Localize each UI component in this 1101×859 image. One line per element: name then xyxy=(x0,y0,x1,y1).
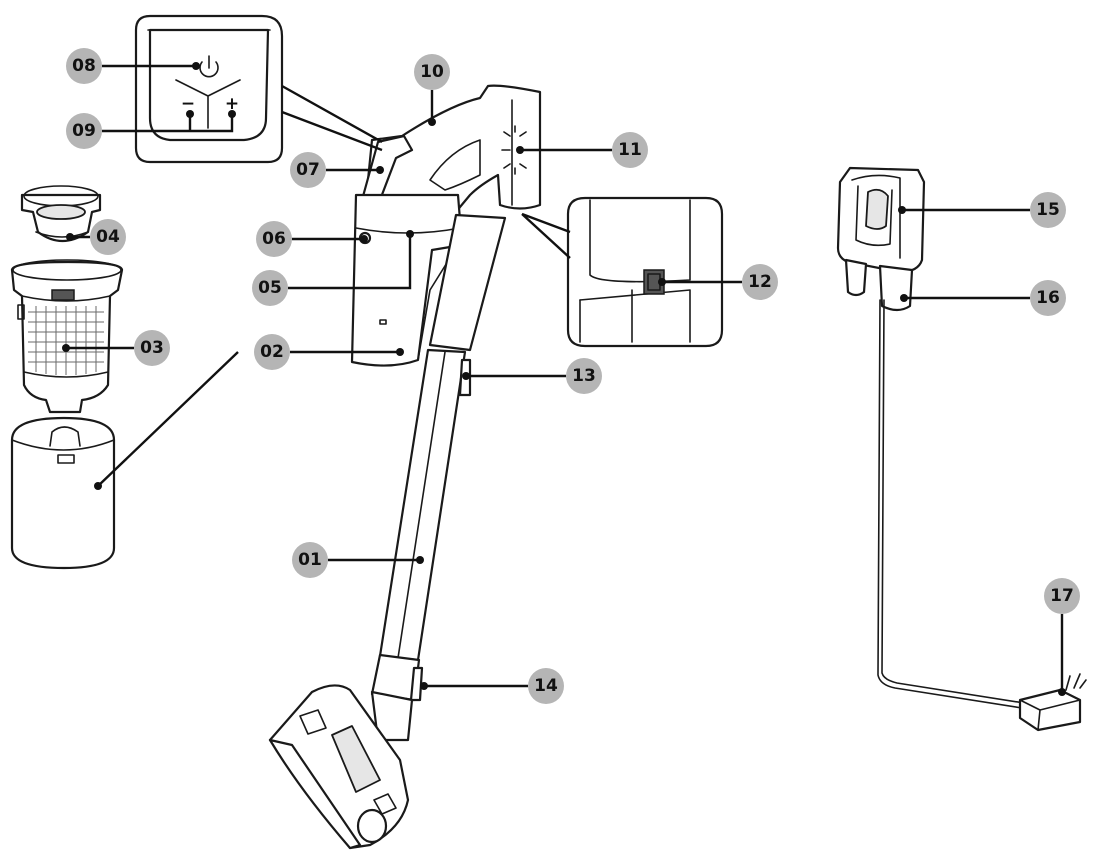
tube-01 xyxy=(370,348,472,702)
badge-16: 16 xyxy=(1030,280,1066,316)
filter-03 xyxy=(10,259,124,414)
label-02: 02 xyxy=(260,342,284,362)
label-12: 12 xyxy=(748,272,772,292)
badge-09: 09 xyxy=(66,113,102,149)
plus-symbol: + xyxy=(225,94,239,114)
label-06: 06 xyxy=(262,229,286,249)
power-icon xyxy=(199,55,219,78)
badge-12: 12 xyxy=(742,264,778,300)
label-05: 05 xyxy=(258,278,282,298)
filter-cap-04 xyxy=(20,185,102,243)
badge-15: 15 xyxy=(1030,192,1066,228)
label-15: 15 xyxy=(1036,200,1060,220)
badge-17: 17 xyxy=(1044,578,1080,614)
badge-02: 02 xyxy=(254,334,290,370)
badge-11: 11 xyxy=(612,132,648,168)
badge-14: 14 xyxy=(528,668,564,704)
control-panel-callout: − + xyxy=(134,14,383,164)
badge-10: 10 xyxy=(414,54,450,90)
label-08: 08 xyxy=(72,56,96,76)
badge-07: 07 xyxy=(290,152,326,188)
label-13: 13 xyxy=(572,366,596,386)
label-07: 07 xyxy=(296,160,320,180)
minus-symbol: − xyxy=(181,94,195,114)
dust-bin-02 xyxy=(10,416,116,570)
badge-13: 13 xyxy=(566,358,602,394)
badge-08: 08 xyxy=(66,48,102,84)
label-16: 16 xyxy=(1036,288,1060,308)
badge-03: 03 xyxy=(134,330,170,366)
badge-05: 05 xyxy=(252,270,288,306)
label-10: 10 xyxy=(420,62,444,82)
badge-01: 01 xyxy=(292,542,328,578)
release-button-callout xyxy=(521,196,724,348)
label-09: 09 xyxy=(72,121,96,141)
charging-stand-15 xyxy=(836,166,926,312)
label-04: 04 xyxy=(96,227,120,247)
badge-04: 04 xyxy=(90,219,126,255)
label-03: 03 xyxy=(140,338,164,358)
label-14: 14 xyxy=(534,676,558,696)
badge-06: 06 xyxy=(256,221,292,257)
floor-brush xyxy=(268,684,414,850)
motor-housing xyxy=(350,193,507,367)
label-11: 11 xyxy=(618,140,642,160)
adapter-17 xyxy=(1018,673,1087,732)
leader-lines xyxy=(62,62,1066,696)
power-cord xyxy=(877,299,1025,709)
label-17: 17 xyxy=(1050,586,1074,606)
label-01: 01 xyxy=(298,550,322,570)
